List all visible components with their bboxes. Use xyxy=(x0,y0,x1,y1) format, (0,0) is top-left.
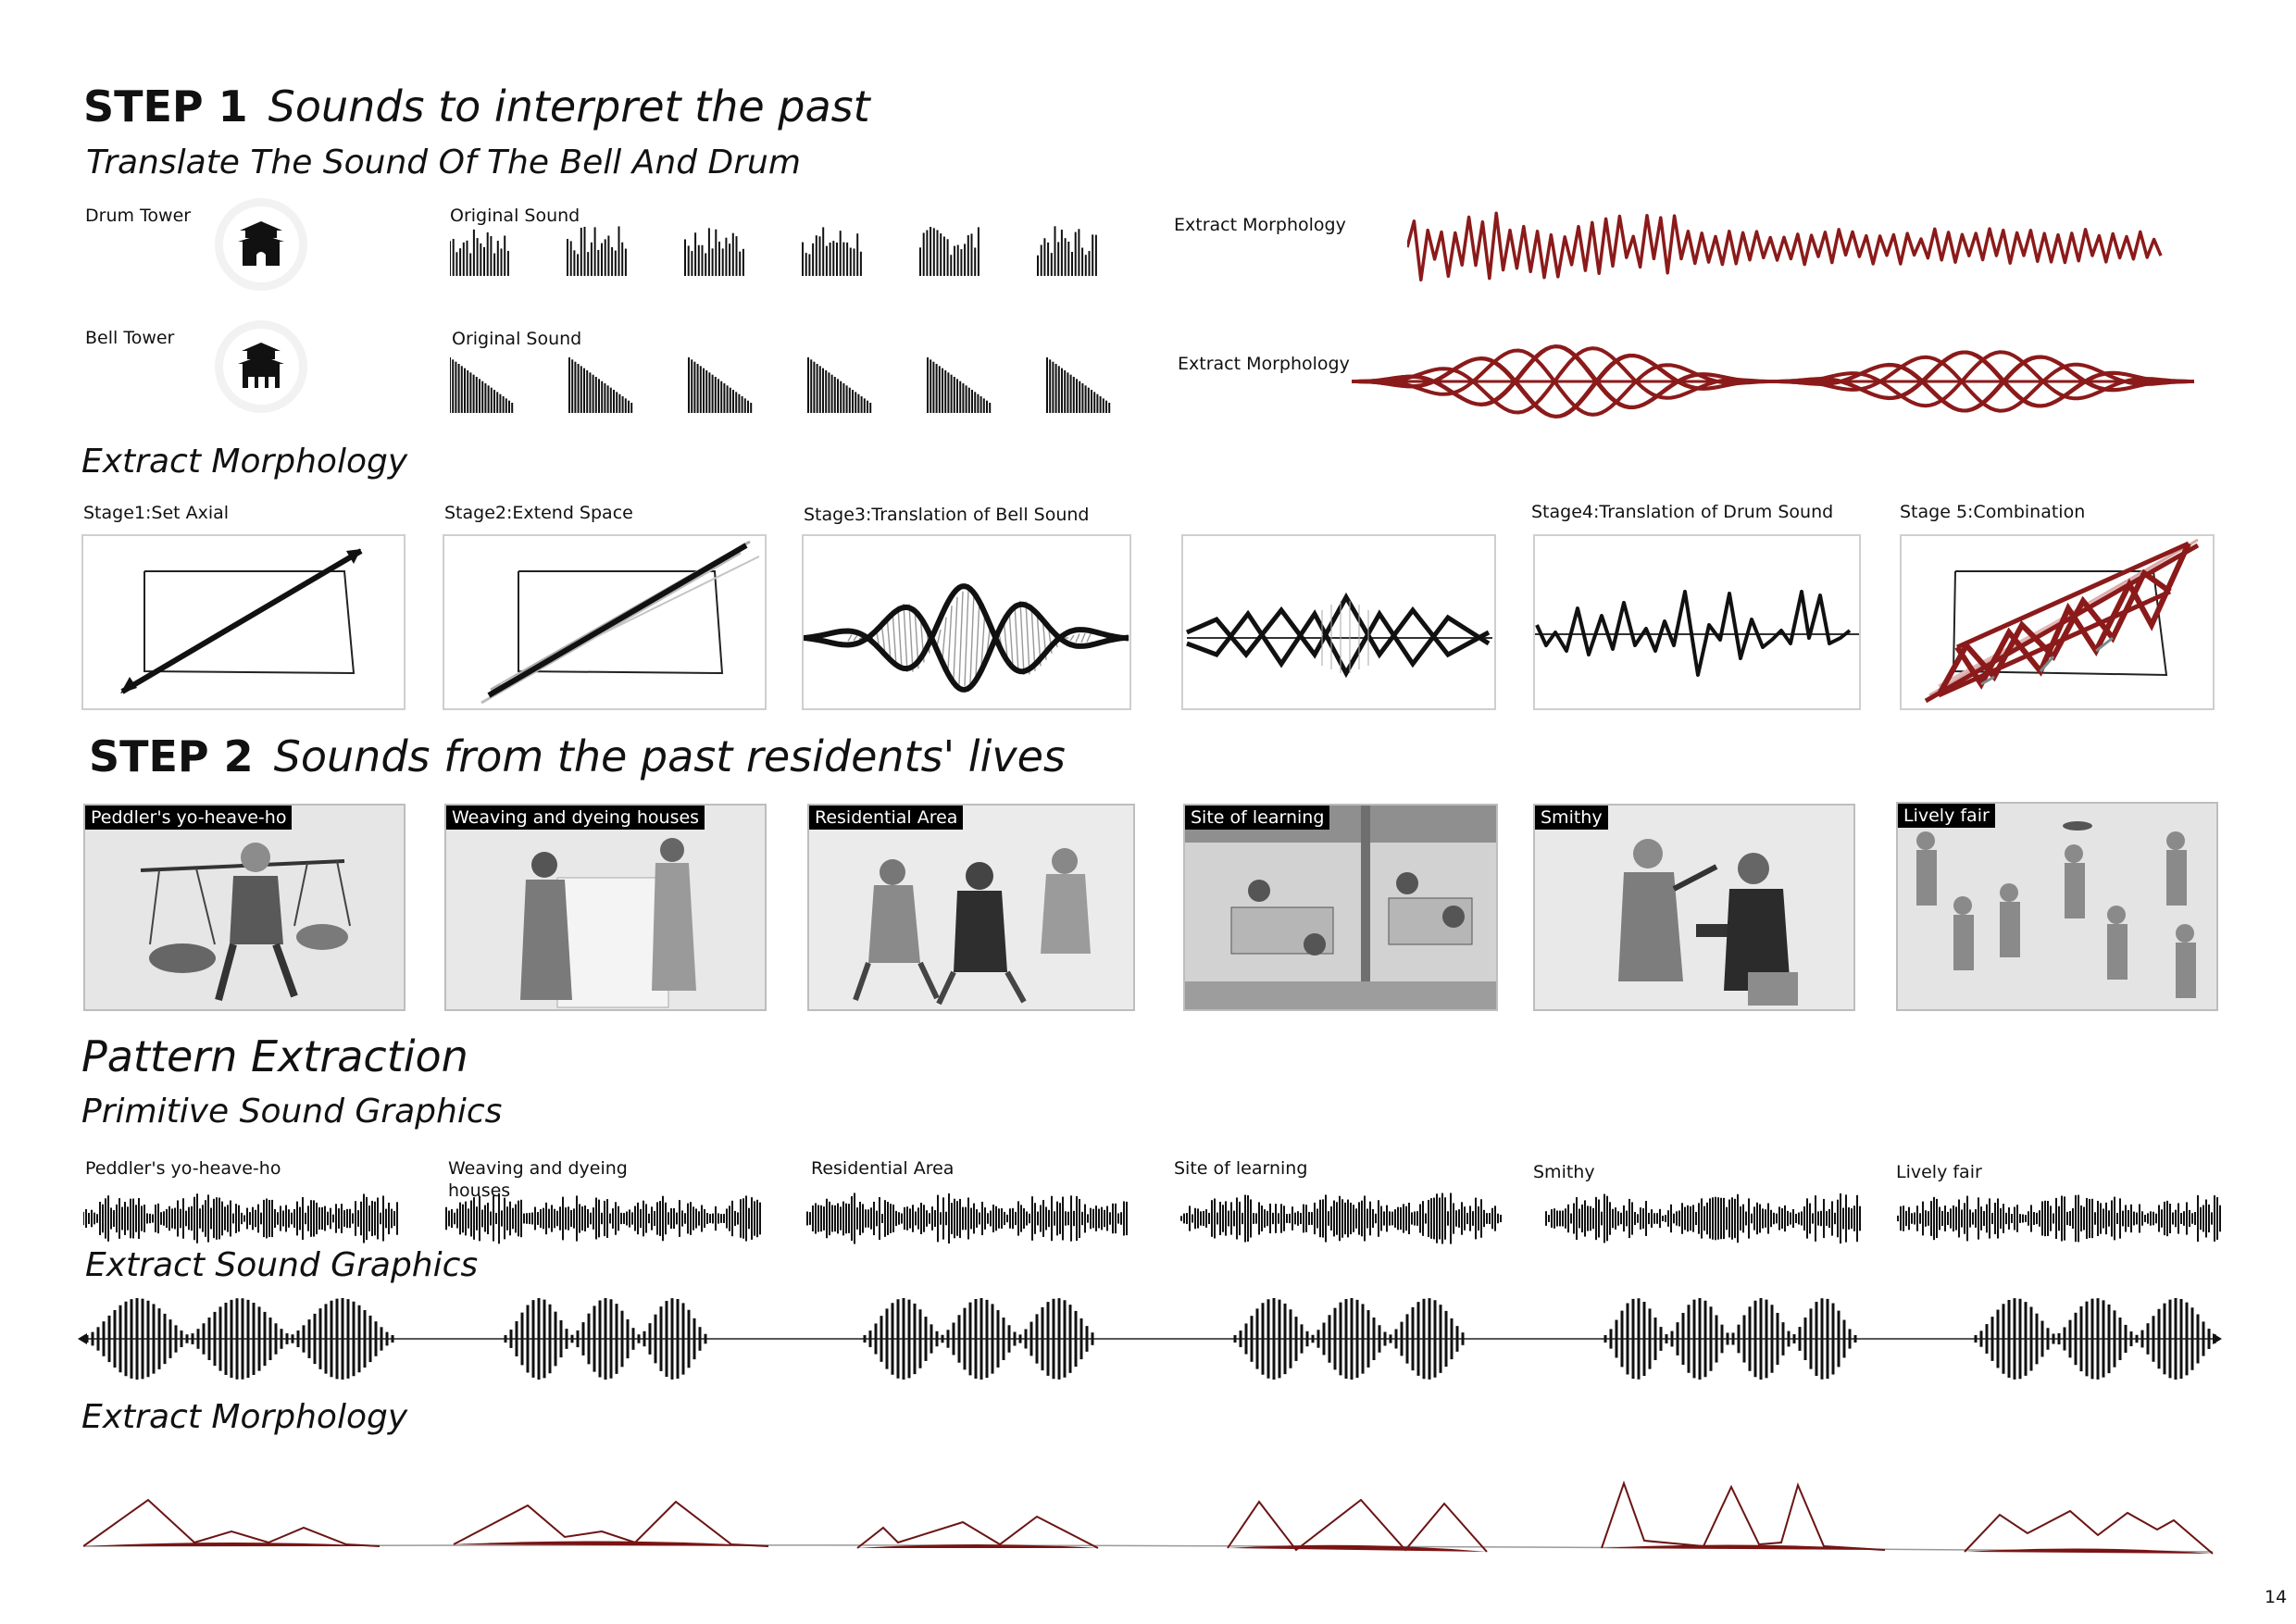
extract-sound-heading: Extract Sound Graphics xyxy=(85,1246,479,1284)
drum-original-sound-label: Original Sound xyxy=(450,206,580,226)
stage-3-label: Stage3:Translation of Bell Sound xyxy=(804,505,1090,525)
step2-label: STEP 2 xyxy=(89,731,254,781)
scene-tag-fair: Lively fair xyxy=(1898,804,1995,828)
scene-photo-fair: Lively fair xyxy=(1896,802,2218,1011)
step2-heading: STEP 2 Sounds from the past residents' li… xyxy=(89,731,1066,781)
primitive-label-weaving: Weaving and dyeing houses xyxy=(448,1158,628,1201)
step1-morphology-heading: Extract Morphology xyxy=(81,443,408,481)
drum-morphology-wave xyxy=(1407,211,2163,282)
stage-5-label: Stage 5:Combination xyxy=(1900,502,2086,522)
extract-sound-graphics xyxy=(78,1298,2222,1380)
primitive-label-smithy: Smithy xyxy=(1533,1162,1595,1182)
scene-tag-residential: Residential Area xyxy=(809,806,964,830)
scene-photo-peddler: Peddler's yo-heave-ho xyxy=(83,804,406,1011)
primitive-label-residential: Residential Area xyxy=(811,1158,955,1179)
stage-5-diagram xyxy=(1900,534,2215,710)
step2-title: Sounds from the past residents' lives xyxy=(273,731,1066,781)
drum-tower-icon xyxy=(215,198,307,291)
primitive-label-fair: Lively fair xyxy=(1896,1162,1982,1182)
step1-title: Sounds to interpret the past xyxy=(268,81,870,131)
drum-tower-label: Drum Tower xyxy=(85,206,192,226)
bell-tower-label: Bell Tower xyxy=(85,328,175,348)
stage-4-label: Stage4:Translation of Drum Sound xyxy=(1531,502,1834,522)
primitive-heading: Primitive Sound Graphics xyxy=(81,1093,503,1131)
stage-1-diagram xyxy=(81,534,406,710)
stage-4-diagram xyxy=(1533,534,1861,710)
scene-photo-residential: Residential Area xyxy=(807,804,1135,1011)
scene-photo-smithy: Smithy xyxy=(1533,804,1855,1011)
primitive-label-learning: Site of learning xyxy=(1174,1158,1308,1179)
stage-2-diagram xyxy=(443,534,767,710)
bell-original-sound-bars xyxy=(450,357,1111,413)
scene-tag-weaving: Weaving and dyeing houses xyxy=(446,806,705,830)
scene-tag-smithy: Smithy xyxy=(1535,806,1608,830)
scene-photo-weaving: Weaving and dyeing houses xyxy=(444,804,767,1011)
bell-original-sound-label: Original Sound xyxy=(452,329,582,349)
step1-heading: STEP 1 Sounds to interpret the past xyxy=(83,81,870,131)
stage-3b-diagram xyxy=(1181,534,1496,710)
scene-tag-peddler: Peddler's yo-heave-ho xyxy=(85,806,293,830)
drum-original-sound-bars xyxy=(450,226,1097,276)
bell-morphology-wave xyxy=(1352,344,2194,418)
stage-1-label: Stage1:Set Axial xyxy=(83,503,230,523)
step2-morphology-peaks xyxy=(83,1480,2214,1555)
page-number: 14 xyxy=(2265,1587,2288,1607)
primitive-sound-graphics xyxy=(83,1193,2221,1244)
drum-extract-morphology-label: Extract Morphology xyxy=(1174,215,1346,235)
step2-morphology-heading: Extract Morphology xyxy=(81,1398,408,1436)
bell-extract-morphology-label: Extract Morphology xyxy=(1178,354,1350,374)
scene-tag-learning: Site of learning xyxy=(1185,806,1330,830)
step1-label: STEP 1 xyxy=(83,81,248,131)
scene-photo-learning: Site of learning xyxy=(1183,804,1498,1011)
stage-3-diagram xyxy=(802,534,1131,710)
stage-2-label: Stage2:Extend Space xyxy=(444,503,633,523)
step1-subtitle: Translate The Sound Of The Bell And Drum xyxy=(86,144,801,181)
bell-tower-icon xyxy=(215,320,307,413)
pattern-extraction-heading: Pattern Extraction xyxy=(81,1031,468,1081)
primitive-label-peddler: Peddler's yo-heave-ho xyxy=(85,1158,281,1179)
